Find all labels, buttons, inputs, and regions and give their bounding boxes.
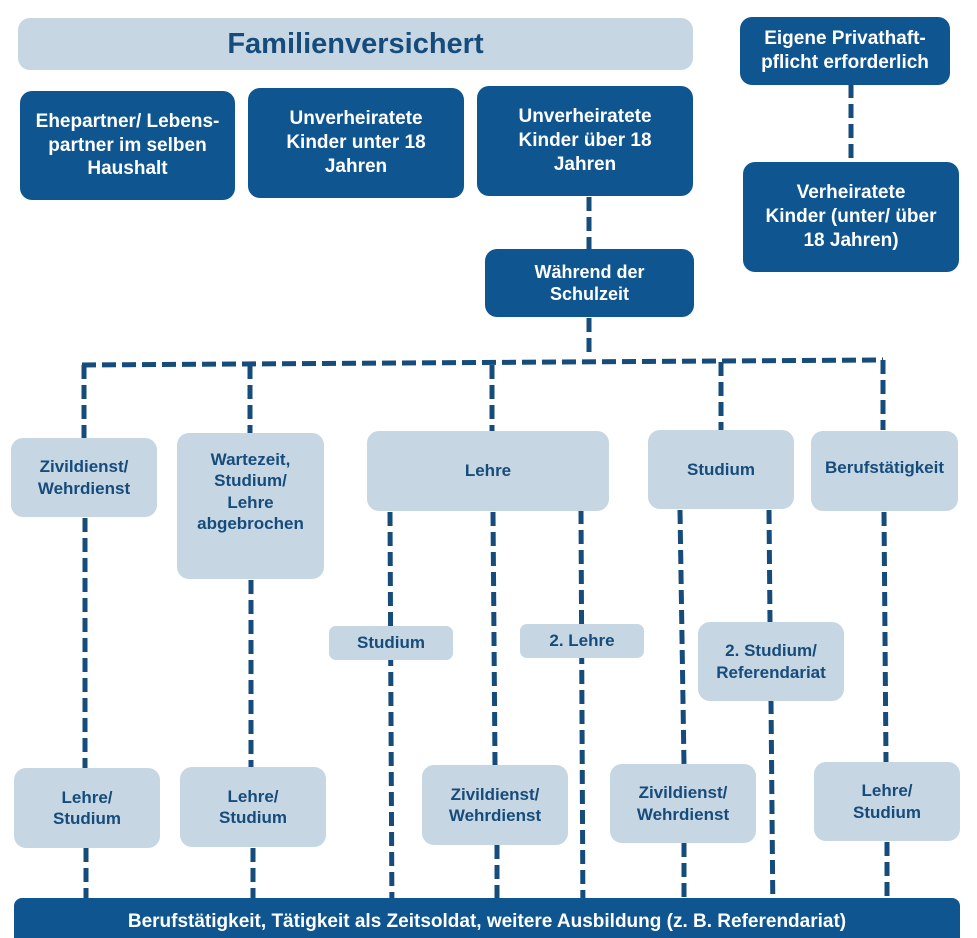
node-children-under-18: Unverheiratete Kinder unter 18 Jahren bbox=[248, 88, 464, 198]
node-study: Studium bbox=[648, 430, 794, 509]
connector bbox=[81, 357, 884, 368]
node-label: Berufstätigkeit bbox=[824, 458, 945, 477]
node-apprenticeship: Lehre bbox=[367, 431, 609, 511]
node-employment: Berufstätigkeit bbox=[811, 431, 958, 511]
node-children-over-18: Unverheiratete Kinder über 18 Jahren bbox=[477, 86, 693, 196]
node-label: Ehepartner/ Lebens- partner im selben Ha… bbox=[35, 110, 220, 180]
node-second-study: 2. Studium/ Referendariat bbox=[698, 622, 844, 701]
end-state-bar: Berufstätigkeit, Tätigkeit als Zeitsolda… bbox=[14, 898, 960, 938]
node-label: Lehre bbox=[464, 461, 512, 481]
node-private-liability: Eigene Privathaft- pflicht erforderlich bbox=[740, 17, 950, 85]
connector bbox=[768, 699, 776, 922]
node-label: Während der Schulzeit bbox=[534, 261, 645, 305]
node-school-time: Während der Schulzeit bbox=[485, 249, 694, 317]
node-civil-military-service: Zivildienst/ Wehrdienst bbox=[11, 438, 157, 517]
node-label: Zivildienst/ Wehrdienst bbox=[37, 457, 131, 498]
connector bbox=[677, 509, 687, 766]
node-label: Unverheiratete Kinder unter 18 Jahren bbox=[286, 108, 426, 177]
node-second-apprenticeship: 2. Lehre bbox=[520, 624, 644, 658]
node-label: Lehre/ Studium bbox=[219, 786, 287, 827]
node-study-after-apprenticeship: Studium bbox=[329, 626, 453, 660]
connector bbox=[766, 509, 773, 623]
node-label: Wartezeit, Studium/ Lehre abgebrochen bbox=[197, 450, 304, 533]
node-service-after-study: Zivildienst/ Wehrdienst bbox=[610, 764, 756, 843]
node-waiting-period: Wartezeit, Studium/ Lehre abgebrochen bbox=[177, 433, 324, 579]
node-married-children: Verheiratete Kinder (unter/ über 18 Jahr… bbox=[743, 162, 959, 272]
connector bbox=[387, 511, 395, 922]
node-label: Zivildienst/ Wehrdienst bbox=[448, 784, 542, 825]
node-label: Studium bbox=[357, 633, 425, 653]
connector bbox=[578, 509, 586, 922]
connector bbox=[881, 511, 889, 763]
node-label: Lehre/ Studium bbox=[53, 787, 121, 828]
node-after-employment: Lehre/ Studium bbox=[814, 762, 960, 841]
node-label: Zivildienst/ Wehrdienst bbox=[636, 783, 730, 824]
family-insured-title: Familienversichert bbox=[18, 18, 693, 70]
node-label: Lehre/ Studium bbox=[853, 781, 921, 822]
node-label: Eigene Privathaft- pflicht erforderlich bbox=[761, 28, 929, 73]
node-service-after-apprenticeship: Zivildienst/ Wehrdienst bbox=[422, 765, 568, 845]
node-label: 2. Studium/ Referendariat bbox=[716, 641, 826, 682]
node-after-waiting: Lehre/ Studium bbox=[180, 767, 326, 847]
node-label: Unverheiratete Kinder über 18 Jahren bbox=[518, 106, 652, 175]
node-after-service: Lehre/ Studium bbox=[14, 768, 160, 848]
node-label: Verheiratete Kinder (unter/ über 18 Jahr… bbox=[765, 182, 937, 251]
node-label: 2. Lehre bbox=[549, 631, 615, 651]
node-label: Studium bbox=[687, 459, 755, 479]
connector bbox=[490, 511, 498, 766]
node-spouse: Ehepartner/ Lebens- partner im selben Ha… bbox=[20, 91, 235, 200]
title-label: Familienversichert bbox=[227, 27, 484, 60]
